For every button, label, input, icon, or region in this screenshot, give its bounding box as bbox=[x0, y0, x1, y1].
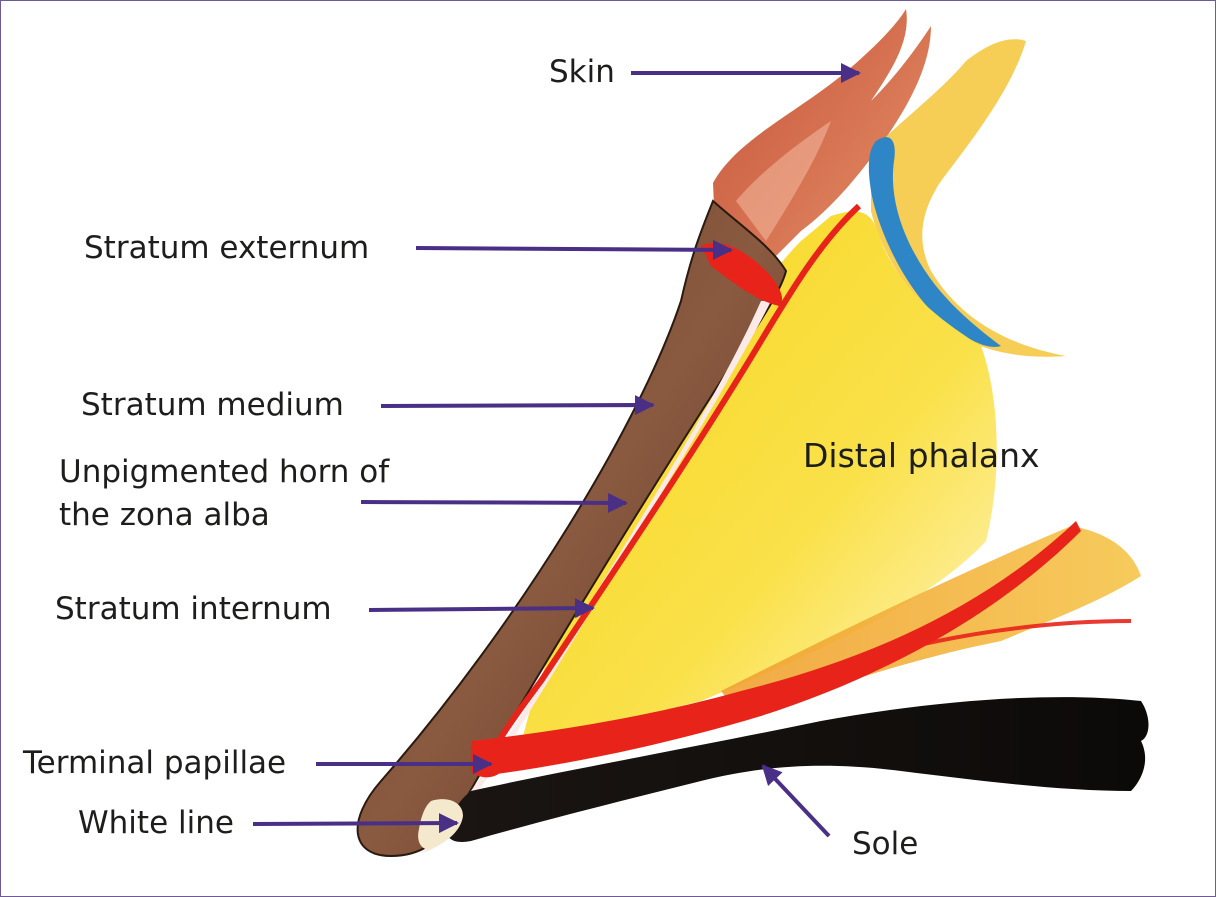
arrow-stratum-medium bbox=[380, 395, 655, 416]
label-white-line: White line bbox=[78, 805, 234, 841]
label-stratum-externum: Stratum externum bbox=[84, 230, 370, 266]
arrow-stratum-internum bbox=[368, 598, 595, 619]
label-stratum-internum: Stratum internum bbox=[55, 591, 332, 627]
label-distal-phalanx: Distal phalanx bbox=[803, 436, 1040, 475]
laminae-line bbox=[478, 203, 862, 773]
arrow-white-line bbox=[252, 813, 459, 834]
sole-shape bbox=[446, 697, 1149, 842]
solear-corium-band bbox=[471, 521, 1081, 776]
label-skin: Skin bbox=[549, 54, 615, 90]
label-terminal-papillae: Terminal papillae bbox=[23, 745, 287, 781]
label-stratum-medium: Stratum medium bbox=[81, 387, 344, 423]
arrow-sole bbox=[761, 764, 831, 838]
frog-edge-line bbox=[760, 619, 1132, 693]
leader-arrows bbox=[252, 63, 861, 838]
periosteum-band bbox=[868, 137, 1001, 347]
distal-phalanx-shape bbox=[521, 211, 997, 746]
skin-highlight bbox=[736, 121, 831, 241]
label-sole: Sole bbox=[852, 826, 919, 862]
arrow-unpigmented-horn bbox=[360, 492, 628, 513]
label-unpigmented-horn: Unpigmented horn of the zona alba bbox=[59, 454, 390, 533]
zona-alba-shape bbox=[421, 301, 771, 853]
arrow-stratum-externum bbox=[415, 239, 733, 260]
